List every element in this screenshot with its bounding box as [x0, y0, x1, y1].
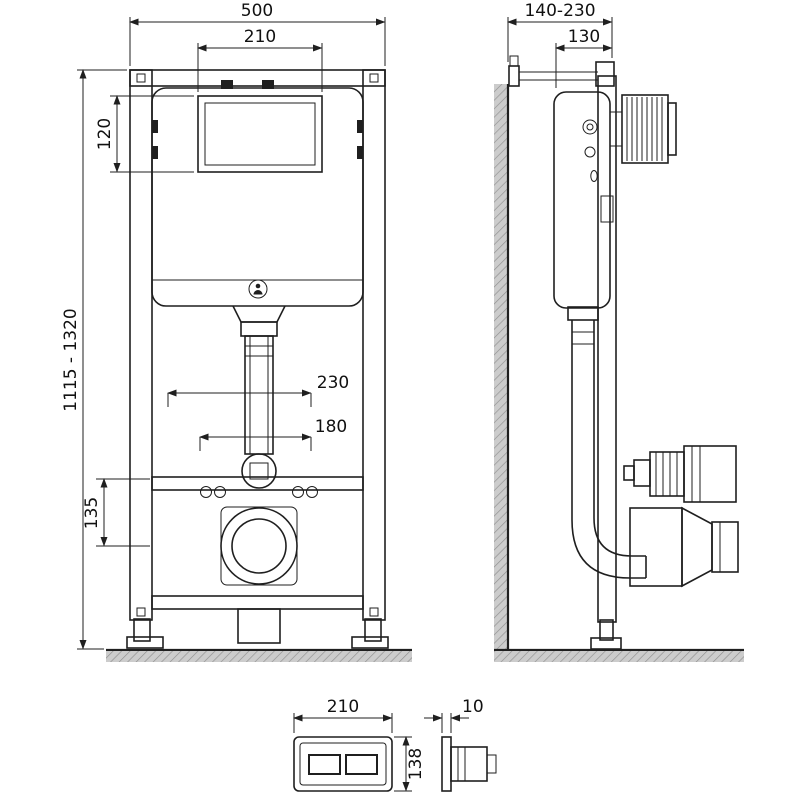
- dim-depth-label: 130: [568, 27, 600, 47]
- dim-front-width: 500: [129, 1, 386, 66]
- flush-pipe-front: [240, 321, 278, 489]
- access-opening: [197, 95, 323, 173]
- side-view: 140-230 130: [494, 1, 744, 662]
- frame-rail-side: [590, 75, 622, 650]
- dim-overall-height-label: 1115 - 1320: [61, 308, 81, 411]
- dim-access-width: 210: [197, 27, 323, 92]
- flush-plate-side: 10: [424, 697, 497, 792]
- dim-access-height: 120: [95, 95, 194, 173]
- flush-bend: [241, 453, 277, 489]
- dim-depth: 130: [555, 27, 613, 88]
- flush-button-small: [345, 754, 378, 775]
- cistern-side: [553, 91, 614, 309]
- dim-plate-height: 138: [394, 736, 426, 792]
- cistern-front: [151, 80, 364, 323]
- dim-plate-width: 210: [293, 697, 393, 733]
- dim-plate-thickness-label: 10: [462, 697, 484, 717]
- dim-plate-thickness: 10: [424, 697, 484, 733]
- dim-depth-range-label: 140-230: [524, 1, 595, 21]
- dim-access-width-label: 210: [244, 27, 276, 47]
- dim-span-inner: 180: [199, 417, 347, 451]
- wall-anchor: [508, 55, 615, 87]
- frame-structure: [126, 69, 389, 649]
- flush-button-large: [308, 754, 341, 775]
- dim-span-inner-label: 180: [315, 417, 347, 437]
- actuator-bellows: [610, 94, 677, 164]
- dim-span-outer-label: 230: [317, 373, 349, 393]
- ground-side: [494, 648, 744, 662]
- drain-outlet-front: [220, 506, 298, 586]
- fixing-holes: [200, 486, 318, 498]
- dim-access-height-label: 120: [95, 118, 115, 150]
- ground-front: [106, 648, 412, 662]
- dim-lower: 135: [82, 478, 150, 547]
- dim-span-outer: 230: [167, 373, 349, 407]
- dim-plate-width-label: 210: [327, 697, 359, 717]
- brand-emblem: [248, 279, 268, 299]
- outlet-spigot: [629, 506, 739, 588]
- wall: [494, 84, 510, 656]
- dim-depth-range: 140-230: [507, 1, 613, 62]
- drain-connector: [623, 445, 737, 503]
- dim-overall-height: 1115 - 1320: [61, 69, 127, 650]
- flush-plate-front: 210 138: [293, 697, 426, 792]
- flush-pipe-side: [567, 306, 647, 579]
- dim-lower-label: 135: [82, 497, 102, 529]
- dim-plate-height-label: 138: [406, 748, 426, 780]
- front-view: 500 210 120 1115 - 1320 230: [61, 1, 412, 662]
- frame-feet: [126, 618, 389, 649]
- dim-front-width-label: 500: [241, 1, 273, 21]
